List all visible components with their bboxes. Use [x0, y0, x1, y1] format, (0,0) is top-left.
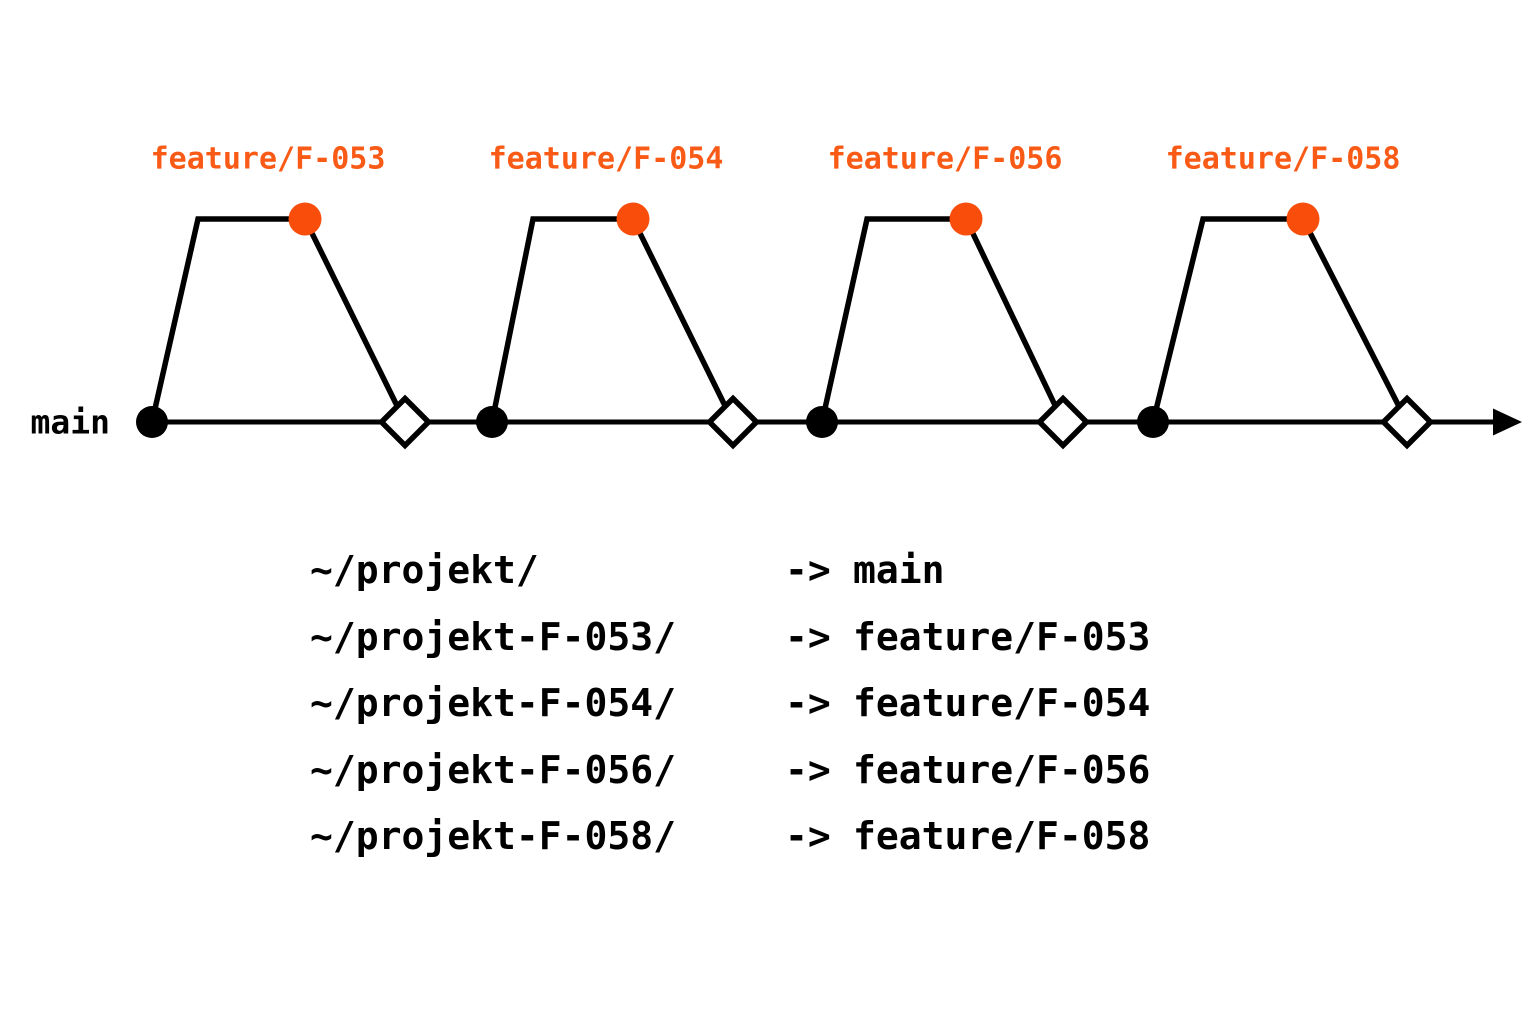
worktree-path: ~/projekt/ [310, 548, 539, 592]
arrow-glyph: -> [785, 681, 831, 725]
branch-label: feature/F-054 [489, 142, 724, 177]
arrow-glyph: -> [785, 614, 831, 659]
mapping-row: ~/projekt-F-056/ -> feature/F-056 [310, 737, 1150, 804]
worktree-mapping-list: ~/projekt/ -> main ~/projekt-F-053/ -> featur… [310, 537, 1150, 870]
merge-diamond-icon [377, 394, 433, 450]
feature-commit-dot-icon [949, 202, 983, 236]
branch-line [1150, 216, 1410, 424]
commit-dot-icon [1137, 406, 1169, 438]
worktree-path: ~/projekt-F-053/ [310, 614, 677, 659]
mapped-branch-name: feature/F-054 [853, 681, 1151, 725]
feature-commit-dot-icon [1286, 202, 1320, 236]
commit-dot-icon [476, 406, 508, 438]
commit-dot-icon [136, 406, 168, 438]
mapped-branch-name: feature/F-058 [853, 814, 1151, 858]
arrow-glyph: -> [785, 814, 831, 858]
mapped-branch-name: feature/F-053 [853, 614, 1151, 659]
branch-line [819, 216, 1066, 424]
branch-label: feature/F-053 [151, 142, 386, 177]
arrow-glyph: -> [785, 548, 831, 592]
worktree-path: ~/projekt-F-058/ [310, 814, 677, 858]
main-branch-label: main [31, 403, 110, 442]
branch-label: feature/F-056 [828, 142, 1063, 177]
branch-label: feature/F-058 [1166, 142, 1401, 177]
mapped-branch-name: feature/F-056 [853, 747, 1151, 792]
worktree-path: ~/projekt-F-056/ [310, 747, 677, 792]
merge-diamond-icon [705, 394, 761, 450]
mapping-row: ~/projekt/ -> main [310, 537, 1150, 604]
merge-diamond-icon [1035, 394, 1091, 450]
branch-line [149, 216, 408, 424]
worktree-path: ~/projekt-F-054/ [310, 681, 677, 725]
mapping-row: ~/projekt-F-058/ -> feature/F-058 [310, 803, 1150, 870]
feature-commit-dot-icon [288, 202, 322, 236]
feature-commit-dot-icon [616, 202, 650, 236]
branch-line [489, 216, 736, 424]
arrow-glyph: -> [785, 747, 831, 792]
mapping-row: ~/projekt-F-054/ -> feature/F-054 [310, 670, 1150, 737]
mapping-row: ~/projekt-F-053/ -> feature/F-053 [310, 604, 1150, 671]
commit-dot-icon [806, 406, 838, 438]
mapped-branch-name: main [853, 548, 945, 592]
merge-diamond-icon [1379, 394, 1435, 450]
arrowhead-icon [1493, 408, 1522, 436]
